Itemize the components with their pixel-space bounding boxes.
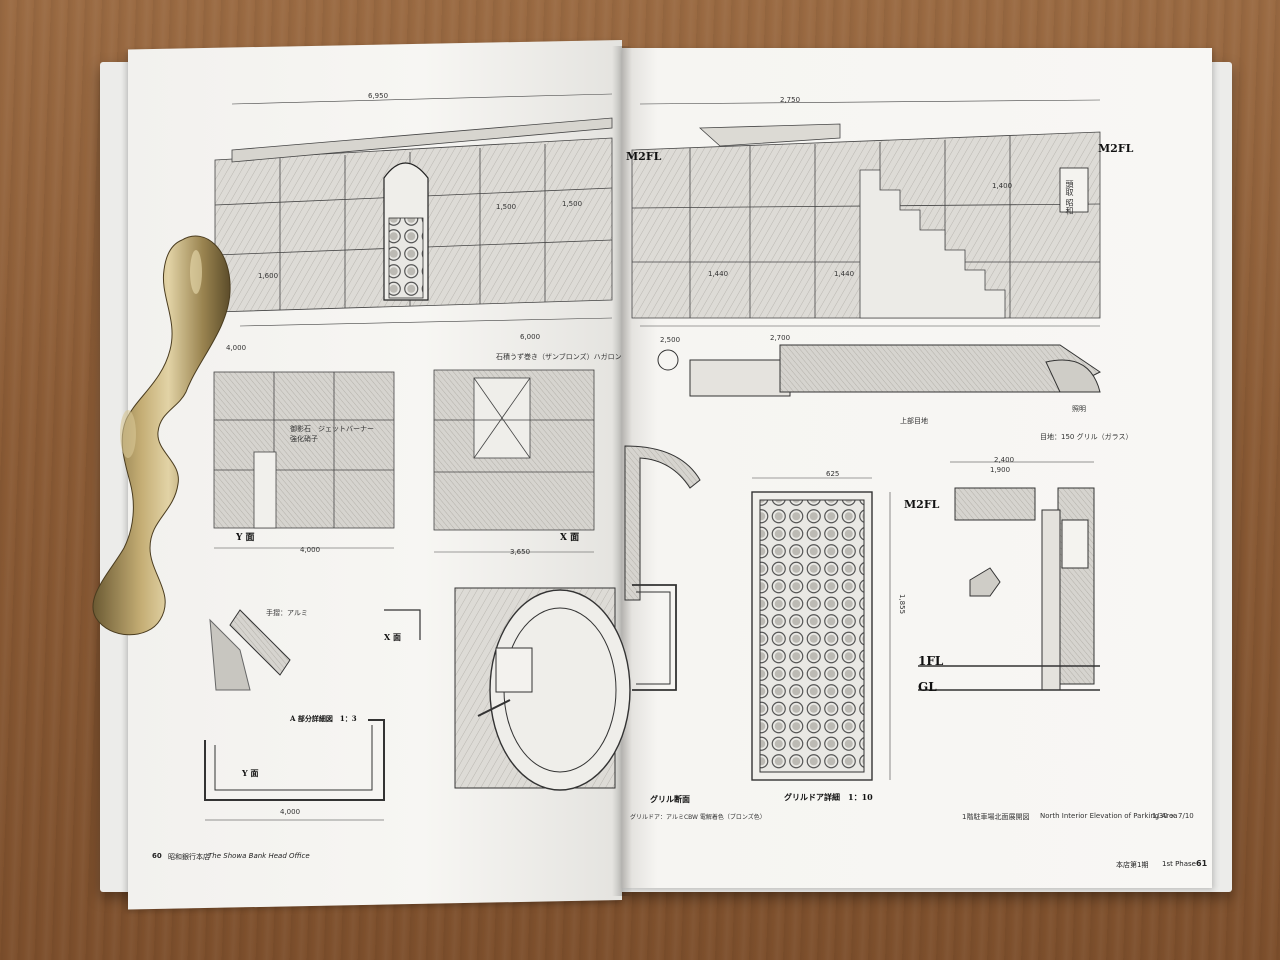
caption-en: North Interior Elevation of Parking Area	[1040, 812, 1178, 820]
note-rail: 手摺：アルミ	[266, 609, 308, 617]
left-folio: 60	[152, 852, 162, 860]
dim-4000-plan: 4,000	[280, 808, 301, 816]
dim-2400: 2,400	[994, 456, 1015, 464]
note-joint: 目地：150 グリル（ガラス）	[1040, 433, 1133, 441]
note-lamp: 照明	[1072, 405, 1086, 413]
north-elevation-drawing	[214, 93, 1101, 327]
note-tile: 御影石 ジェットバーナー	[290, 425, 374, 433]
note-curtain: 石積うず巻き（ザンブロンズ）ハガロン	[496, 353, 622, 361]
right-section-en: 1st Phase	[1162, 860, 1196, 868]
1fl-label: 1FL	[918, 654, 944, 668]
right-folio: 61	[1196, 859, 1208, 868]
dim-1440-b: 1,440	[834, 270, 855, 278]
grille-section-drawing	[454, 587, 631, 791]
dim-1900: 1,900	[990, 466, 1011, 474]
dim-1440: 1,440	[708, 270, 729, 278]
left-title-en: The Showa Bank Head Office	[208, 852, 310, 860]
dim-4000-top: 4,000	[226, 344, 247, 352]
dim-1600: 1,600	[258, 272, 279, 280]
caption-jp: 1階駐車場北面展開図	[962, 813, 1030, 821]
section-a-label: A 部分詳細図 1：3	[290, 714, 357, 723]
m2fl-label-mid: M2FL	[1098, 142, 1134, 155]
grille-door-title: グリルドア詳細 1：10	[784, 792, 873, 802]
side-section-drawing	[918, 461, 1100, 691]
ceiling-detail-drawing	[624, 344, 1101, 691]
dim-2750: 2,750	[780, 96, 801, 104]
x-view-small-label: X 面	[384, 632, 401, 642]
dim-2500: 2,500	[660, 336, 681, 344]
brass-bookmark-object	[92, 235, 231, 636]
plan-detail-drawing	[204, 609, 421, 821]
note-glass: 強化硝子	[290, 435, 318, 443]
grille-note: グリルドア：アルミCBW 電解着色（ブロンズ色）	[630, 814, 766, 821]
m2fl-label-right: M2FL	[904, 498, 940, 511]
caption-scale: 1/30 × 7/10	[1152, 812, 1194, 820]
dim-3650: 3,650	[510, 548, 531, 556]
sign-text: 頭取 昭和	[1065, 180, 1074, 215]
dim-625: 625	[826, 470, 840, 478]
dim-6000: 6,000	[520, 333, 541, 341]
x-view-label: X 面	[560, 533, 580, 543]
dim-1500-b: 1,500	[562, 200, 583, 208]
grille-door-drawing	[751, 477, 891, 781]
dim-1400: 1,400	[992, 182, 1013, 190]
gl-label: GL	[918, 680, 937, 694]
dim-1500: 1,500	[496, 203, 517, 211]
dim-4000-y: 4,000	[300, 546, 321, 554]
y-view-label: Y 面	[236, 533, 255, 543]
left-title-jp: 昭和銀行本店	[168, 853, 210, 861]
dim-6950: 6,950	[368, 92, 389, 100]
y-view-small-label: Y 面	[242, 768, 259, 778]
dim-1855: 1,855	[898, 593, 907, 615]
note-vessel: 上部目地	[900, 417, 928, 425]
right-section-jp: 本店第1期	[1116, 861, 1149, 869]
m2fl-label-top: M2FL	[626, 150, 662, 163]
dim-2700: 2,700	[770, 334, 791, 342]
grille-frame-title: グリル断面	[650, 794, 690, 804]
y-x-elevation-drawings	[213, 369, 595, 553]
